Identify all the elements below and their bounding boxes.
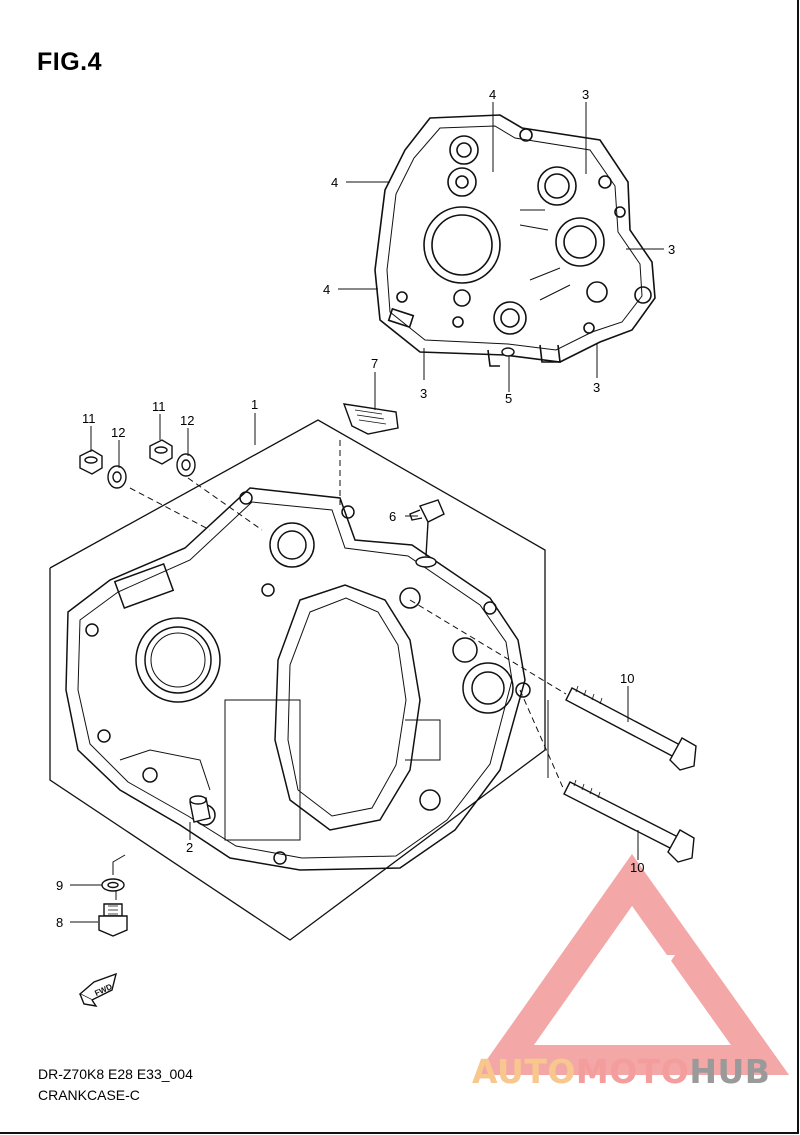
watermark-text: AUTOMOTOHUB xyxy=(472,1052,770,1091)
watermark-part-hub: HUB xyxy=(689,1052,771,1091)
callout-1: 1 xyxy=(251,397,258,412)
clip-part-7 xyxy=(342,403,399,435)
callout-3-bottom-right: 3 xyxy=(593,380,600,395)
bolt-10-lower xyxy=(563,779,695,863)
dowel-pin-5 xyxy=(501,347,515,357)
figure-title: FIG.4 xyxy=(37,48,103,76)
callout-10-upper: 10 xyxy=(620,671,634,686)
callout-4-lower: 4 xyxy=(323,282,330,297)
bolt-10-upper xyxy=(565,685,697,771)
gasket-washer-9 xyxy=(101,878,125,892)
breather-fitting-6 xyxy=(409,499,445,568)
callout-4-top: 4 xyxy=(489,87,496,102)
callout-10-lower: 10 xyxy=(630,860,644,875)
callout-3-right: 3 xyxy=(668,242,675,257)
callout-3-bottom-left: 3 xyxy=(420,386,427,401)
callout-labels: 4 3 4 3 4 7 3 3 5 1 11 11 12 12 6 10 2 1… xyxy=(56,87,675,930)
callout-12-right: 12 xyxy=(180,413,194,428)
callout-3-top: 3 xyxy=(582,87,589,102)
watermark-logo-icon xyxy=(476,854,790,1075)
nut-11-left xyxy=(79,449,103,475)
fwd-arrow-icon: FWD xyxy=(78,972,117,1007)
assembly-frame-lines xyxy=(49,419,546,941)
callout-12-left: 12 xyxy=(111,425,125,440)
section-name: CRANKCASE-C xyxy=(38,1087,140,1103)
crankcase-cover-plate xyxy=(374,114,656,367)
dowel-pin-2 xyxy=(189,795,211,823)
nut-11-right xyxy=(149,439,173,465)
callout-11-right: 11 xyxy=(152,399,166,414)
washer-12-right xyxy=(176,453,196,477)
callout-7: 7 xyxy=(371,356,378,371)
crankcase-body xyxy=(65,487,531,871)
model-code: DR-Z70K8 E28 E33_004 xyxy=(38,1066,193,1082)
callout-11-left: 11 xyxy=(82,411,96,426)
watermark-part-auto: AUTO xyxy=(472,1052,576,1091)
callout-9: 9 xyxy=(56,878,63,893)
callout-5: 5 xyxy=(505,391,512,406)
callout-2: 2 xyxy=(186,840,193,855)
callout-4-left: 4 xyxy=(331,175,338,190)
drain-plug-8 xyxy=(98,903,128,937)
callout-6: 6 xyxy=(389,509,396,524)
washer-12-left xyxy=(107,465,127,489)
leader-lines xyxy=(70,102,664,923)
callout-8: 8 xyxy=(56,915,63,930)
watermark-part-moto: MOTO xyxy=(575,1052,690,1091)
